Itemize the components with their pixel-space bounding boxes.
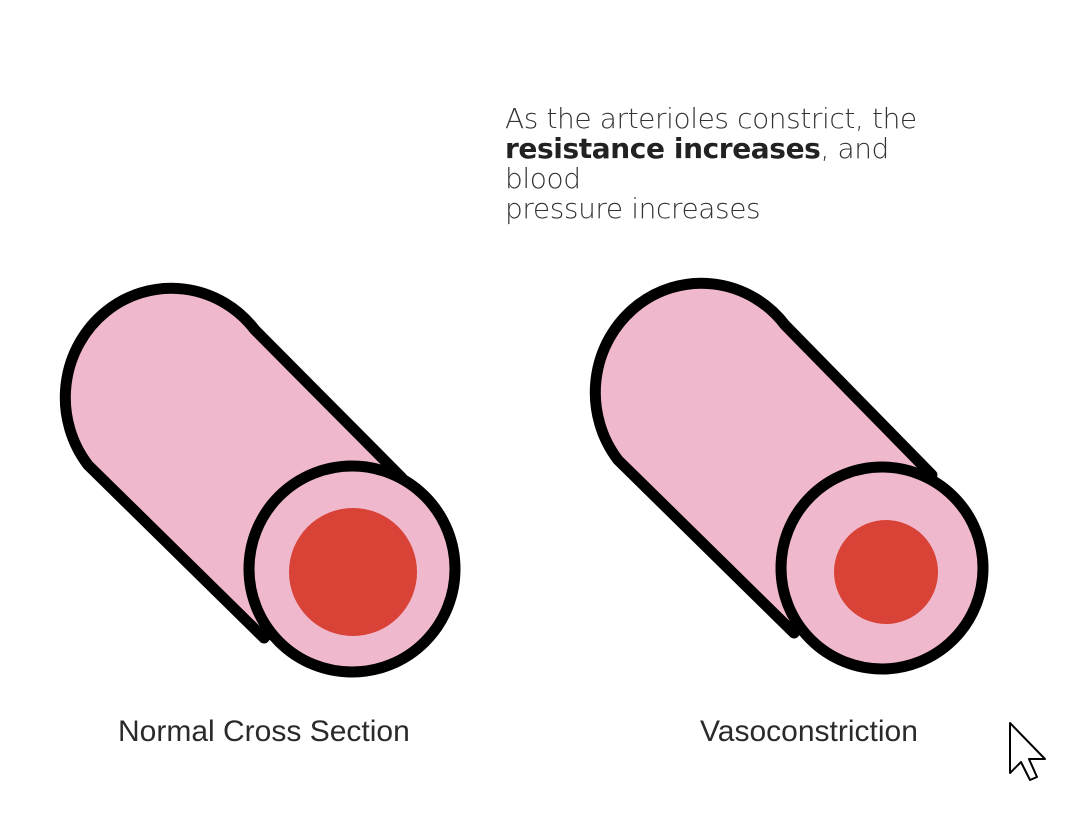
caption-text: As the arterioles constrict, the resista… [505,104,965,224]
vasoconstriction-label: Vasoconstriction [700,715,918,748]
caption-line-1: As the arterioles constrict, the [505,102,917,135]
caption-emphasis: resistance increases [505,132,821,165]
normal-vessel-lumen [289,508,417,636]
caption-line-2-rest: , and blood [505,132,889,195]
normal-vessel [59,282,461,678]
normal-cross-section-label: Normal Cross Section [118,715,410,748]
constricted-vessel [589,277,989,675]
constricted-vessel-lumen [834,520,938,624]
caption-line-3: pressure increases [505,192,761,225]
mouse-cursor-icon [1009,722,1046,781]
